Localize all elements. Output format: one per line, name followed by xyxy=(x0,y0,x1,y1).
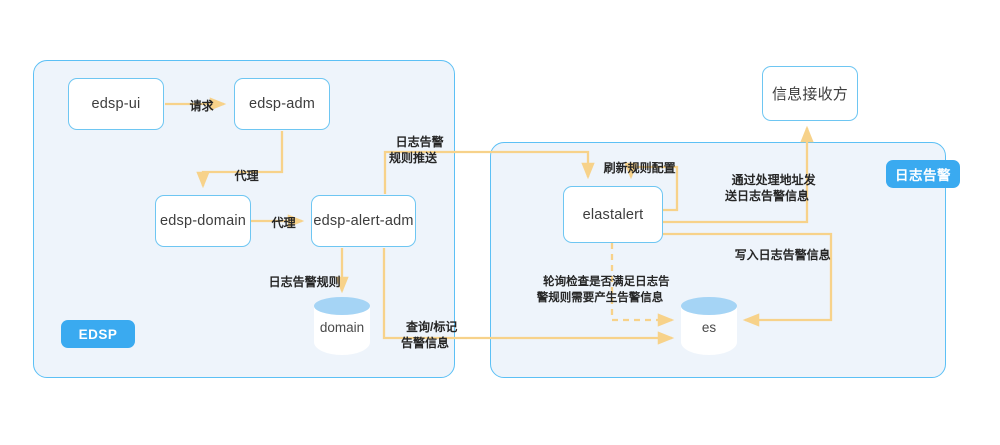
es-cylinder-top xyxy=(681,297,737,315)
edge-label-poll-check: 轮询检查是否满足日志告 警规则需要产生告警信息 xyxy=(520,258,680,322)
domain-cylinder-top xyxy=(314,297,370,315)
edge-label-alert-rule-text: 日志告警规则 xyxy=(268,275,341,289)
badge-edsp[interactable]: EDSP xyxy=(61,320,135,348)
datastore-es-label: es xyxy=(701,320,717,335)
node-elastalert-label: elastalert xyxy=(582,206,644,223)
node-edsp-domain-label: edsp-domain xyxy=(159,213,247,229)
edge-label-send-by-addr-text: 通过处理地址发 送日志告警信息 xyxy=(724,173,816,203)
node-edsp-alert-adm-label: edsp-alert-adm xyxy=(313,213,414,229)
edge-label-alert-rule: 日志告警规则 xyxy=(253,258,343,306)
edge-label-proxy-1: 代理 xyxy=(205,152,275,200)
datastore-domain[interactable]: domain xyxy=(314,297,370,355)
badge-edsp-label: EDSP xyxy=(78,326,118,342)
badge-log-alert[interactable]: 日志告警 xyxy=(886,160,960,188)
arrow-send-by-addr xyxy=(663,125,814,224)
edge-label-refresh-config: 刷新规则配置 xyxy=(563,144,703,192)
edge-label-rule-push: 日志告警 规则推送 xyxy=(378,118,448,182)
node-receiver-label: 信息接收方 xyxy=(771,86,848,103)
arrow-refresh-config xyxy=(624,162,679,212)
arrow-write-alert xyxy=(663,232,833,327)
node-receiver[interactable]: 信息接收方 xyxy=(762,66,858,121)
edge-label-query-mark-text: 查询/标记 告警信息 xyxy=(400,320,458,350)
edge-label-request: 请求 xyxy=(160,82,230,130)
node-edsp-ui[interactable]: edsp-ui xyxy=(68,78,164,130)
node-edsp-ui-label: edsp-ui xyxy=(91,96,141,112)
node-edsp-domain[interactable]: edsp-domain xyxy=(155,195,251,247)
edge-label-poll-check-text: 轮询检查是否满足日志告 警规则需要产生告警信息 xyxy=(536,276,670,304)
edge-label-query-mark: 查询/标记 告警信息 xyxy=(388,303,462,367)
arrow-rule-push xyxy=(383,150,595,194)
node-edsp-alert-adm[interactable]: edsp-alert-adm xyxy=(311,195,416,247)
edge-label-proxy-2: 代理 xyxy=(242,199,312,247)
datastore-es[interactable]: es xyxy=(681,297,737,355)
arrow-poll-check xyxy=(610,243,675,327)
edge-label-request-text: 请求 xyxy=(189,99,214,113)
edge-label-write-alert: 写入日志告警信息 xyxy=(711,231,841,279)
edge-label-proxy-2-text: 代理 xyxy=(271,216,296,230)
edge-label-send-by-addr: 通过处理地址发 送日志告警信息 xyxy=(712,156,822,220)
node-elastalert[interactable]: elastalert xyxy=(563,186,663,243)
node-edsp-adm[interactable]: edsp-adm xyxy=(234,78,330,130)
edge-label-refresh-config-text: 刷新规则配置 xyxy=(603,161,676,175)
edge-label-write-alert-text: 写入日志告警信息 xyxy=(734,248,831,262)
datastore-domain-label: domain xyxy=(319,320,365,335)
node-edsp-adm-label: edsp-adm xyxy=(248,96,316,112)
arrow-proxy-1 xyxy=(196,131,284,189)
edge-label-proxy-1-text: 代理 xyxy=(234,169,259,183)
arrow-query-mark xyxy=(382,248,675,345)
edge-label-rule-push-text: 日志告警 规则推送 xyxy=(388,135,444,165)
badge-log-alert-label: 日志告警 xyxy=(895,168,951,183)
